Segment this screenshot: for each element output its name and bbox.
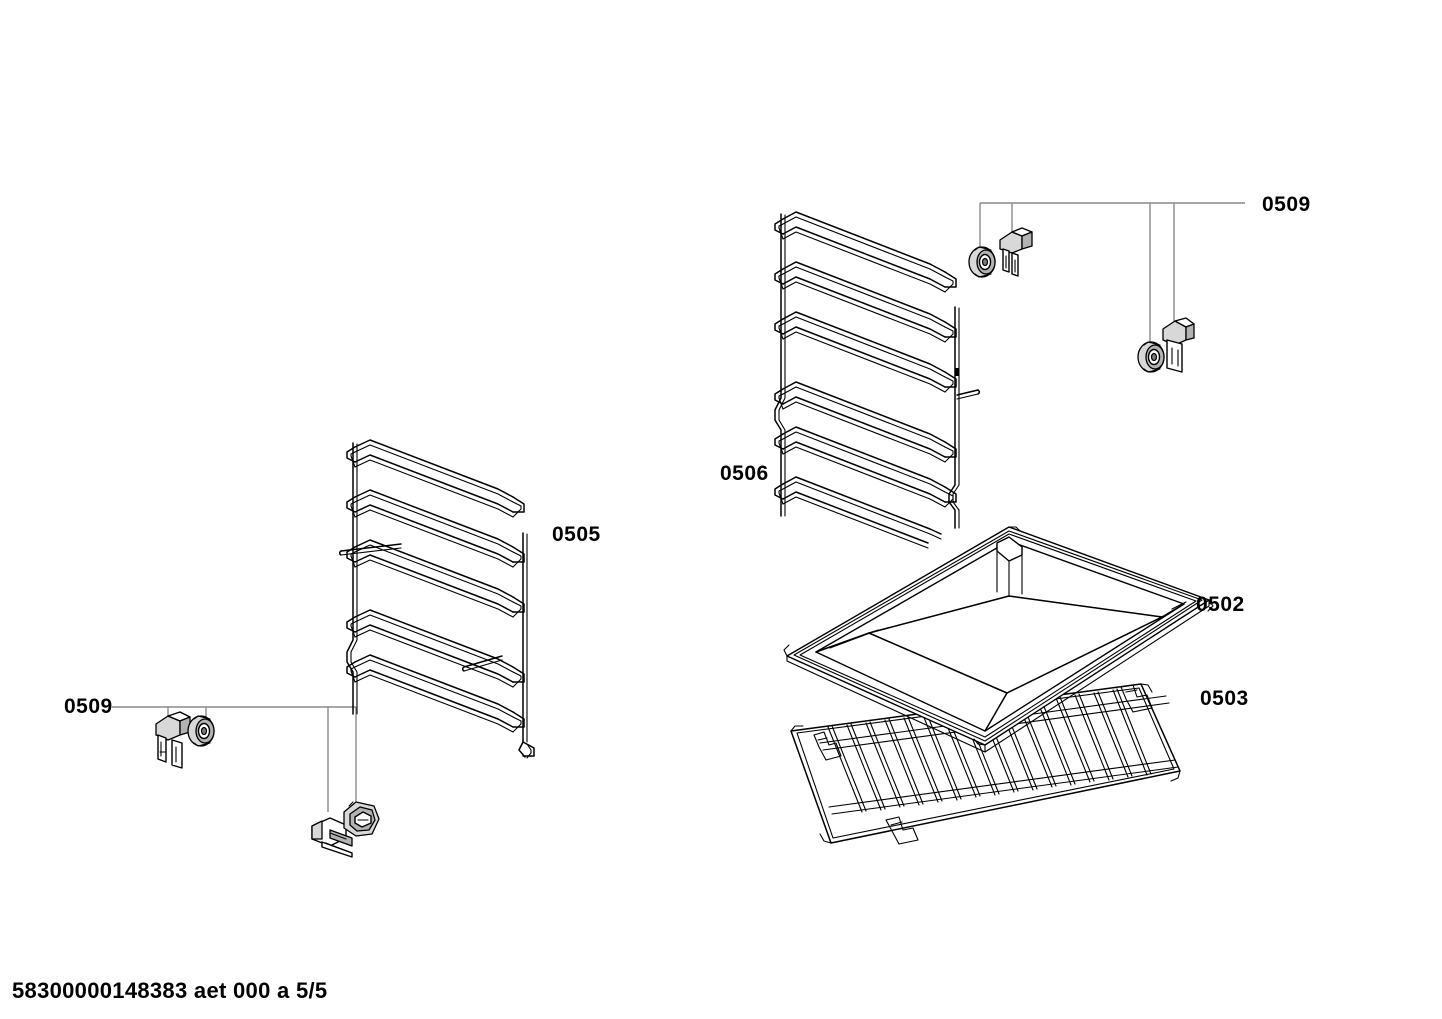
mounting-bracket-icon [311,817,353,858]
grommet-icon [1137,341,1165,373]
part-0506-side-rack-right [774,211,980,549]
mounting-clip-icon [1162,317,1195,373]
part-0505-side-rack-left [339,439,535,759]
part-label-0503: 0503 [1200,687,1249,710]
part-label-0505: 0505 [552,523,601,546]
part-0502-baking-tray [783,526,1214,753]
part-0509-clip-bottom-left-a [155,711,215,769]
grid-bars [827,688,1152,813]
part-label-0509-bottom-left: 0509 [64,695,113,718]
mounting-clip-icon [999,227,1033,277]
part-label-0509-top-right: 0509 [1262,193,1311,216]
leader-group-0509-bottom-left [112,706,357,812]
grommet-icon [968,246,996,278]
part-0509-clip-top-right-a [968,227,1033,278]
part-0509-clip-bottom-left-b [311,801,380,858]
leader-group-0509-top-right [979,202,1245,352]
part-0509-clip-top-right-b [1137,317,1195,373]
grommet-icon [343,801,380,837]
mounting-clip-icon [155,711,191,769]
part-label-0506: 0506 [720,462,769,485]
part-label-0502: 0502 [1196,593,1245,616]
document-footer-code: 58300000148383 aet 000 a 5/5 [12,978,328,1003]
grommet-icon [187,715,215,747]
